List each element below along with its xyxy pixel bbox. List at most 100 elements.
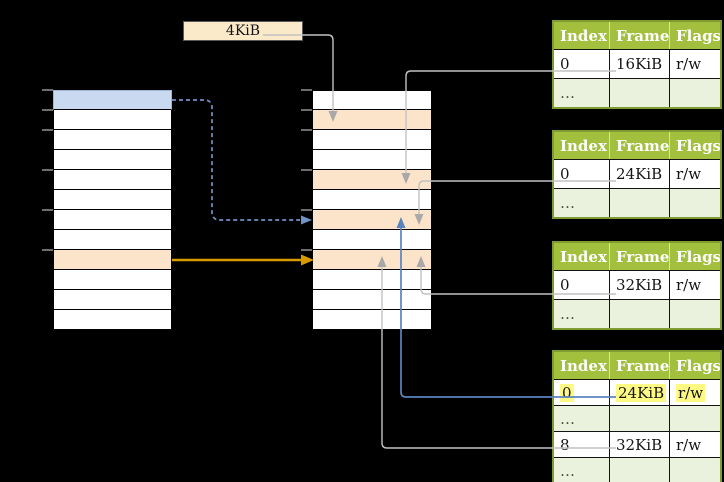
table-cell: 24KiB [609,380,669,405]
table-header-cell: Frame [609,352,669,379]
table-cell: 8 [560,435,570,454]
table-cell [609,300,669,328]
memory-cell-orange [53,250,172,270]
table-cell [609,458,669,482]
table-cell: 32KiB [609,271,669,299]
table-header-cell: Index [560,26,607,45]
memory-cell-white [53,290,172,310]
highlighted-value: r/w [676,383,706,402]
table-cell [669,458,720,482]
table-cell [669,406,720,431]
memory-cell-white [53,310,172,330]
page-size-label: 4KiB [183,21,303,41]
memory-cell-white [312,130,432,150]
table-cell: r/w [669,160,720,188]
address-tick [301,169,312,171]
highlighted-value: 0 [560,383,574,402]
table-row: … [554,457,720,482]
physical-memory-column [312,90,432,330]
memory-cell-white [53,270,172,290]
memory-cell-white [312,270,432,290]
table-row: … [554,188,720,217]
arrowhead-right-icon [301,215,312,225]
memory-cell-white [312,230,432,250]
memory-cell-white [53,170,172,190]
highlighted-value: 24KiB [616,383,667,402]
memory-cell-white [53,150,172,170]
address-tick [42,89,53,91]
table-cell: … [560,409,575,428]
table-cell: 0 [560,55,570,73]
address-tick [42,129,53,131]
table-cell: 0 [554,380,609,405]
memory-cell-white [53,130,172,150]
table-header-cell: Index [560,136,607,155]
table-header-cell: Frame [609,22,669,49]
table-header-cell: Flags [669,132,720,159]
table-header-cell: Flags [669,243,720,270]
memory-cell-white [312,190,432,210]
table-cell: 16KiB [609,50,669,78]
table-cell: r/w [669,432,720,457]
table-cell: 32KiB [609,432,669,457]
table-header-cell: Frame [609,132,669,159]
table-cell [669,300,720,328]
table-header-cell: Flags [669,22,720,49]
table-cell: … [560,305,575,323]
memory-cell-white [53,230,172,250]
page-size-label-text: 4KiB [225,23,261,39]
table-header-cell: Index [560,356,607,375]
table-row: 0 24KiB r/w [554,379,720,405]
memory-cell-blue [53,90,172,110]
address-tick [42,109,53,111]
address-tick [42,209,53,211]
table-cell: 0 [560,276,570,294]
memory-cell-white [53,190,172,210]
memory-cell-orange [312,110,432,130]
table-row: … [554,299,720,328]
table-cell [609,189,669,217]
address-tick [301,249,312,251]
table-cell: r/w [669,50,720,78]
table-header-cell: Index [560,247,607,266]
table-cell: … [560,461,575,480]
memory-cell-white [53,210,172,230]
table-cell: r/w [669,380,720,405]
table-cell [669,79,720,107]
table-cell [609,406,669,431]
table-cell: 24KiB [609,160,669,188]
address-tick [301,209,312,211]
memory-cell-white [53,110,172,130]
table-cell: … [560,194,575,212]
address-tick [42,249,53,251]
address-tick [301,109,312,111]
arrow-virtual-to-frame-dashed [172,99,300,221]
table-row: … [554,78,720,107]
table-header-cell: Flags [669,352,720,379]
memory-cell-orange [312,170,432,190]
table-cell [609,79,669,107]
address-tick [42,169,53,171]
table-row: … [554,405,720,431]
memory-cell-white [312,290,432,310]
table-cell: … [560,84,575,102]
table-cell: r/w [669,271,720,299]
address-tick [301,89,312,91]
memory-cell-orange [312,250,432,270]
table-header-cell: Frame [609,243,669,270]
table-cell: 0 [560,165,570,183]
address-tick [301,129,312,131]
table-cell [669,189,720,217]
